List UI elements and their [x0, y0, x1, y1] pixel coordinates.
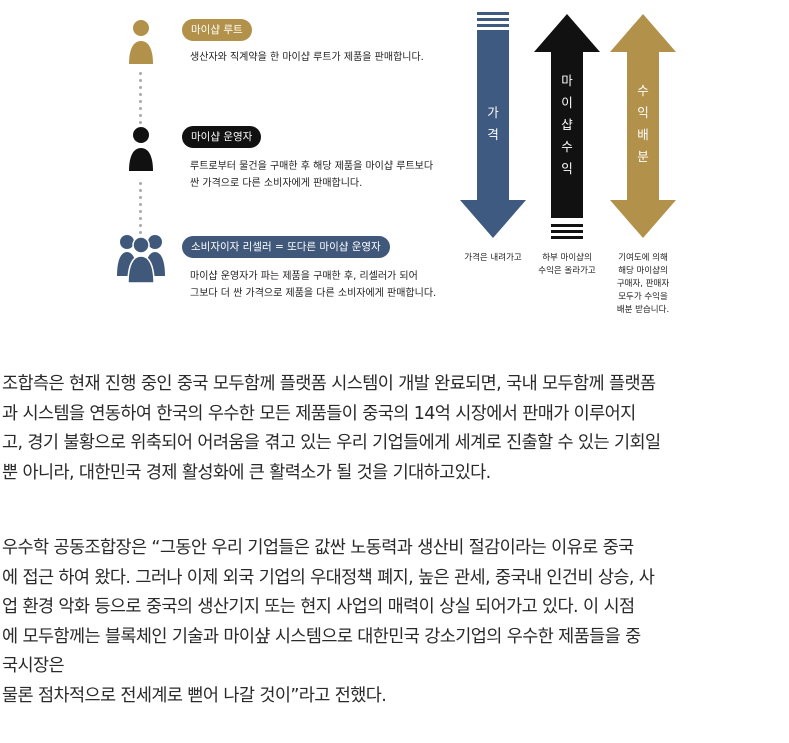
- article-line: 에 모두함께는 블록체인 기술과 마이샾 시스템으로 대한민국 강소기업의 우수…: [2, 626, 641, 647]
- step-2-desc-line: 루트로부터 물건을 구매한 후 해당 제품을 마이샵 루트보다: [190, 161, 434, 172]
- myshop-diagram: 마이샵 루트 생산자와 직계약을 한 마이샵 루트가 제품을 판매합니다. 마이…: [0, 0, 789, 330]
- step-1-tag: 마이샵 루트: [182, 19, 252, 41]
- distribution-double-arrow: [610, 14, 676, 238]
- person-icon: [129, 20, 153, 64]
- article-paragraph-1: 조합측은 현재 진행 중인 중국 모두함께 플랫폼 시스템이 개발 완료되면, …: [2, 370, 787, 488]
- article-line: 우수학 공동조합장은 “그동안 우리 기업들은 값싼 노동력과 생산비 절감이라…: [2, 538, 634, 558]
- step-3-desc-line: 마이샵 운영자가 파는 제품을 구매한 후, 리셀러가 되어: [190, 271, 418, 282]
- article-line: 고, 경기 불황으로 위축되어 어려움을 겪고 있는 우리 기업들에게 세계로 …: [2, 433, 661, 453]
- price-caption: 가격은 내려가고: [464, 253, 522, 263]
- step-1-description: 생산자와 직계약을 한 마이샵 루트가 제품을 판매합니다.: [190, 49, 424, 66]
- distribution-caption: 기여도에 의해 해당 마이샵의 구매자, 판매자 모두가 수익을 배분 받습니다…: [616, 253, 670, 315]
- article-line: 물론 점차적으로 전세계로 뻗어 나갈 것이”라고 전했다.: [2, 685, 387, 706]
- article-line: 뿐 아니라, 대한민국 경제 활성화에 큰 활력소가 될 것을 기대하고있다.: [2, 462, 491, 483]
- step-2-description: 루트로부터 물건을 구매한 후 해당 제품을 마이샵 루트보다 싼 가격으로 다…: [190, 158, 433, 192]
- profit-up-arrow: [534, 14, 600, 239]
- step-2-desc-line: 싼 가격으로 다른 소비자에게 판매합니다.: [190, 178, 363, 189]
- article-line: 업 환경 악화 등으로 중국의 생산기지 또는 현지 사업의 매력이 상실 되어…: [2, 597, 635, 617]
- step-3-description: 마이샵 운영자가 파는 제품을 구매한 후, 리셀러가 되어 그보다 더 싼 가…: [190, 268, 436, 302]
- step-1-desc-line: 생산자와 직계약을 한 마이샵 루트가 제품을 판매합니다.: [190, 52, 424, 63]
- profit-caption: 하부 마이샵의 수익은 올라가고: [538, 253, 596, 276]
- price-down-arrow: [460, 12, 526, 238]
- person-icon: [129, 127, 153, 171]
- article-line: 조합측은 현재 진행 중인 중국 모두함께 플랫폼 시스템이 개발 완료되면, …: [2, 374, 656, 394]
- group-icon: [117, 235, 165, 284]
- article-line: 과 시스템을 연동하여 한국의 우수한 모든 제품들이 중국의 14억 시장에서…: [2, 403, 636, 424]
- step-3-desc-line: 그보다 더 싼 가격으로 제품을 다른 소비자에게 판매합니다.: [190, 288, 437, 299]
- step-2-tag: 마이샵 운영자: [182, 126, 262, 148]
- article-line: 국시장은: [2, 656, 65, 676]
- connector-dots: [139, 182, 143, 238]
- article-line: 에 접근 하여 왔다. 그러나 이제 외국 기업의 우대정책 폐지, 높은 관세…: [2, 567, 655, 588]
- connector-dots: [139, 72, 143, 128]
- step-3-tag: 소비자이자 리셀러 = 또다른 마이샵 운영자: [182, 236, 390, 258]
- article-paragraph-2: 우수학 공동조합장은 “그동안 우리 기업들은 값싼 노동력과 생산비 절감이라…: [2, 534, 787, 711]
